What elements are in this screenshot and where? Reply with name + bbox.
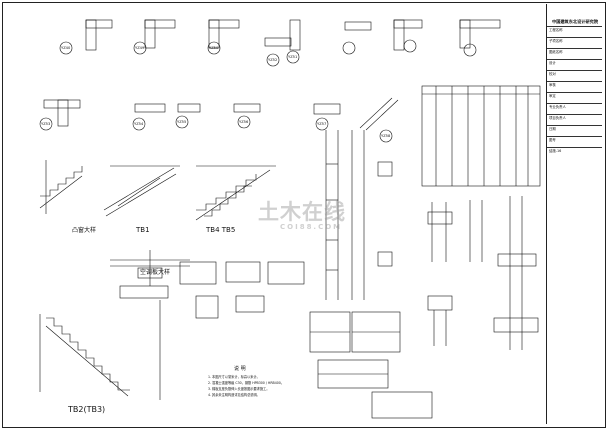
column-detail-13 bbox=[313, 103, 341, 131]
tag-row2-5: YZ57 bbox=[317, 122, 326, 126]
watermark: 土木在线 COI88.COM bbox=[258, 196, 346, 231]
column-detail-12 bbox=[233, 103, 261, 129]
note-1: 1. 本图尺寸以毫米计，标高以米计。 bbox=[208, 374, 260, 379]
stair-section-tb45 bbox=[195, 165, 276, 221]
section-blocks bbox=[179, 261, 305, 319]
title-tb45: TB4 TB5 bbox=[205, 226, 235, 234]
title-ac-board: 空调板大样 bbox=[140, 268, 170, 276]
ac-board bbox=[119, 285, 169, 299]
tag-row2-6: YZ58 bbox=[381, 134, 391, 138]
corner-detail bbox=[110, 250, 190, 286]
column-detail-1 bbox=[59, 19, 113, 55]
tb-row-pm: 项目负责人 bbox=[547, 114, 602, 125]
tag-top-2: YZ49 bbox=[135, 46, 145, 50]
stair-section-right bbox=[204, 185, 252, 217]
tb-row-lead: 专业负责人 bbox=[547, 103, 602, 114]
tag-top-1: YZ40 bbox=[61, 46, 71, 50]
tb-row-drawing: 图纸名称 bbox=[547, 48, 602, 59]
tb-row-check: 校对 bbox=[547, 70, 602, 81]
column-detail-10 bbox=[132, 103, 166, 131]
column-detail-5 bbox=[266, 19, 301, 67]
tag-row2-2: YZ54 bbox=[134, 122, 144, 126]
tag-top-3: YZ50 bbox=[209, 46, 219, 50]
tag-row2-4: YZ56 bbox=[239, 120, 249, 124]
right-details bbox=[371, 196, 539, 419]
note-3: 3. 梯板支座负筋伸入长度按图示要求施工。 bbox=[208, 386, 269, 391]
drawing-sheet bbox=[2, 2, 606, 428]
tag-top-4: YZ51 bbox=[288, 55, 297, 59]
tb-row-design: 设计 bbox=[547, 59, 602, 70]
notes-lines: 1. 本图尺寸以毫米计，标高以米计。 2. 混凝土强度等级 C30，钢筋 HPB… bbox=[208, 374, 284, 397]
sheet-number: 结施-16 bbox=[547, 147, 602, 158]
joint-details bbox=[309, 311, 401, 389]
column-detail-11 bbox=[175, 103, 201, 129]
tb-row-date: 日期 bbox=[547, 125, 602, 136]
watermark-text: 土木在线 bbox=[258, 200, 346, 224]
tb-row-review: 审核 bbox=[547, 81, 602, 92]
title-block: 中国建筑东北设计研究院 工程名称 子项名称 图纸名称 设计 校对 审核 审定 专… bbox=[546, 4, 602, 424]
column-detail-4 bbox=[264, 37, 300, 64]
tb-row-project: 工程名称 bbox=[547, 26, 602, 37]
stair-section-tb1 bbox=[103, 165, 180, 217]
column-elevation bbox=[325, 130, 393, 300]
column-detail-2 bbox=[133, 19, 176, 55]
watermark-sub: COI88.COM bbox=[280, 223, 343, 231]
column-detail-8 bbox=[459, 19, 501, 57]
stair-section-a bbox=[39, 160, 83, 214]
column-detail-6 bbox=[342, 21, 372, 55]
rebar-table bbox=[421, 85, 541, 187]
tb-row-subitem: 子项名称 bbox=[547, 37, 602, 48]
tb-row-approve: 审定 bbox=[547, 92, 602, 103]
notes-title: 说 明 bbox=[234, 365, 246, 372]
title-tb23: TB2(TB3) bbox=[67, 405, 105, 414]
column-detail-3 bbox=[207, 19, 240, 55]
firm-name: 中国建筑东北设计研究院 bbox=[551, 19, 599, 24]
title-tb1: TB1 bbox=[135, 226, 150, 234]
title-bay-window: 凸窗大样 bbox=[72, 226, 96, 234]
column-detail-9 bbox=[39, 99, 81, 131]
tag-row2-1: YZ53 bbox=[41, 122, 50, 126]
long-stair bbox=[39, 300, 161, 400]
tag-labels: YZ40 YZ49 YZ50 YZ51 YZ52 YZ53 YZ54 YZ55 … bbox=[41, 46, 391, 138]
tag-top-5: YZ52 bbox=[268, 58, 277, 62]
tb-row-sheet: 图号 bbox=[547, 136, 602, 147]
tag-row2-3: YZ55 bbox=[177, 120, 186, 124]
column-detail-7 bbox=[393, 19, 423, 53]
note-4: 4. 其余未注明构造详见结构总说明。 bbox=[208, 392, 260, 397]
note-2: 2. 混凝土强度等级 C30，钢筋 HPB300 / HRB400。 bbox=[208, 380, 284, 385]
column-detail-14 bbox=[359, 97, 399, 143]
